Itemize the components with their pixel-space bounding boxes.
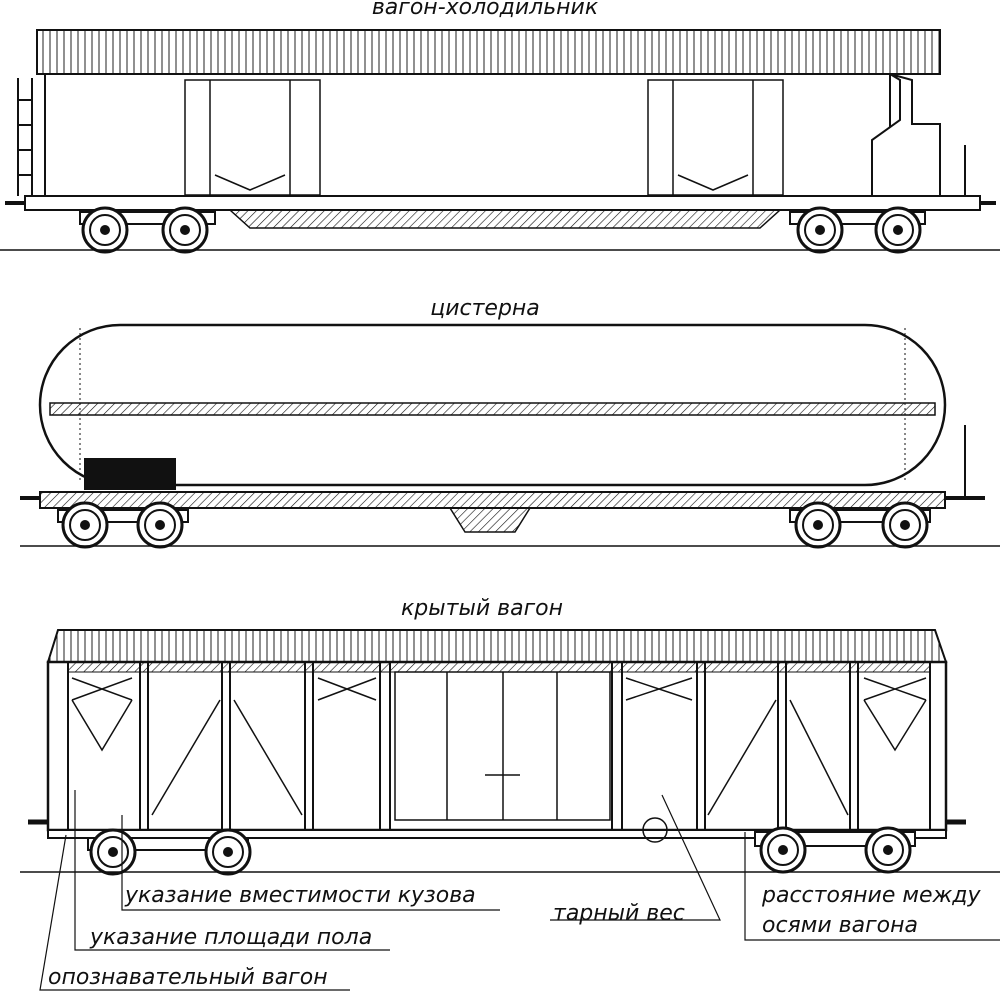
label-axle-distance-line2: осями вагона: [762, 913, 918, 938]
tank-title: цистерна: [430, 296, 540, 321]
boxcar-roof: [46, 629, 948, 663]
tank-equipment-box: [84, 458, 176, 490]
boxcar: крытый вагон: [20, 596, 1000, 876]
refrigerator-ladder: [17, 78, 33, 196]
refrigerator-car: вагон-холодильник: [0, 0, 1000, 254]
refrigerator-body: [44, 73, 891, 197]
label-identification: опознавательный вагон: [48, 965, 328, 990]
refrigerator-title: вагон-холодильник: [372, 0, 599, 20]
boxcar-title: крытый вагон: [401, 596, 563, 621]
tank-car: цистерна: [20, 296, 1000, 549]
label-floor-area: указание площади пола: [89, 925, 372, 950]
label-tare-weight: тарный вес: [553, 901, 685, 926]
boxcar-body: [46, 660, 948, 832]
label-axle-distance-line1: расстояние между: [761, 883, 982, 908]
label-capacity: указание вместимости кузова: [124, 883, 476, 908]
leader-lines: [39, 790, 1000, 991]
refrigerator-roof: [36, 29, 941, 75]
